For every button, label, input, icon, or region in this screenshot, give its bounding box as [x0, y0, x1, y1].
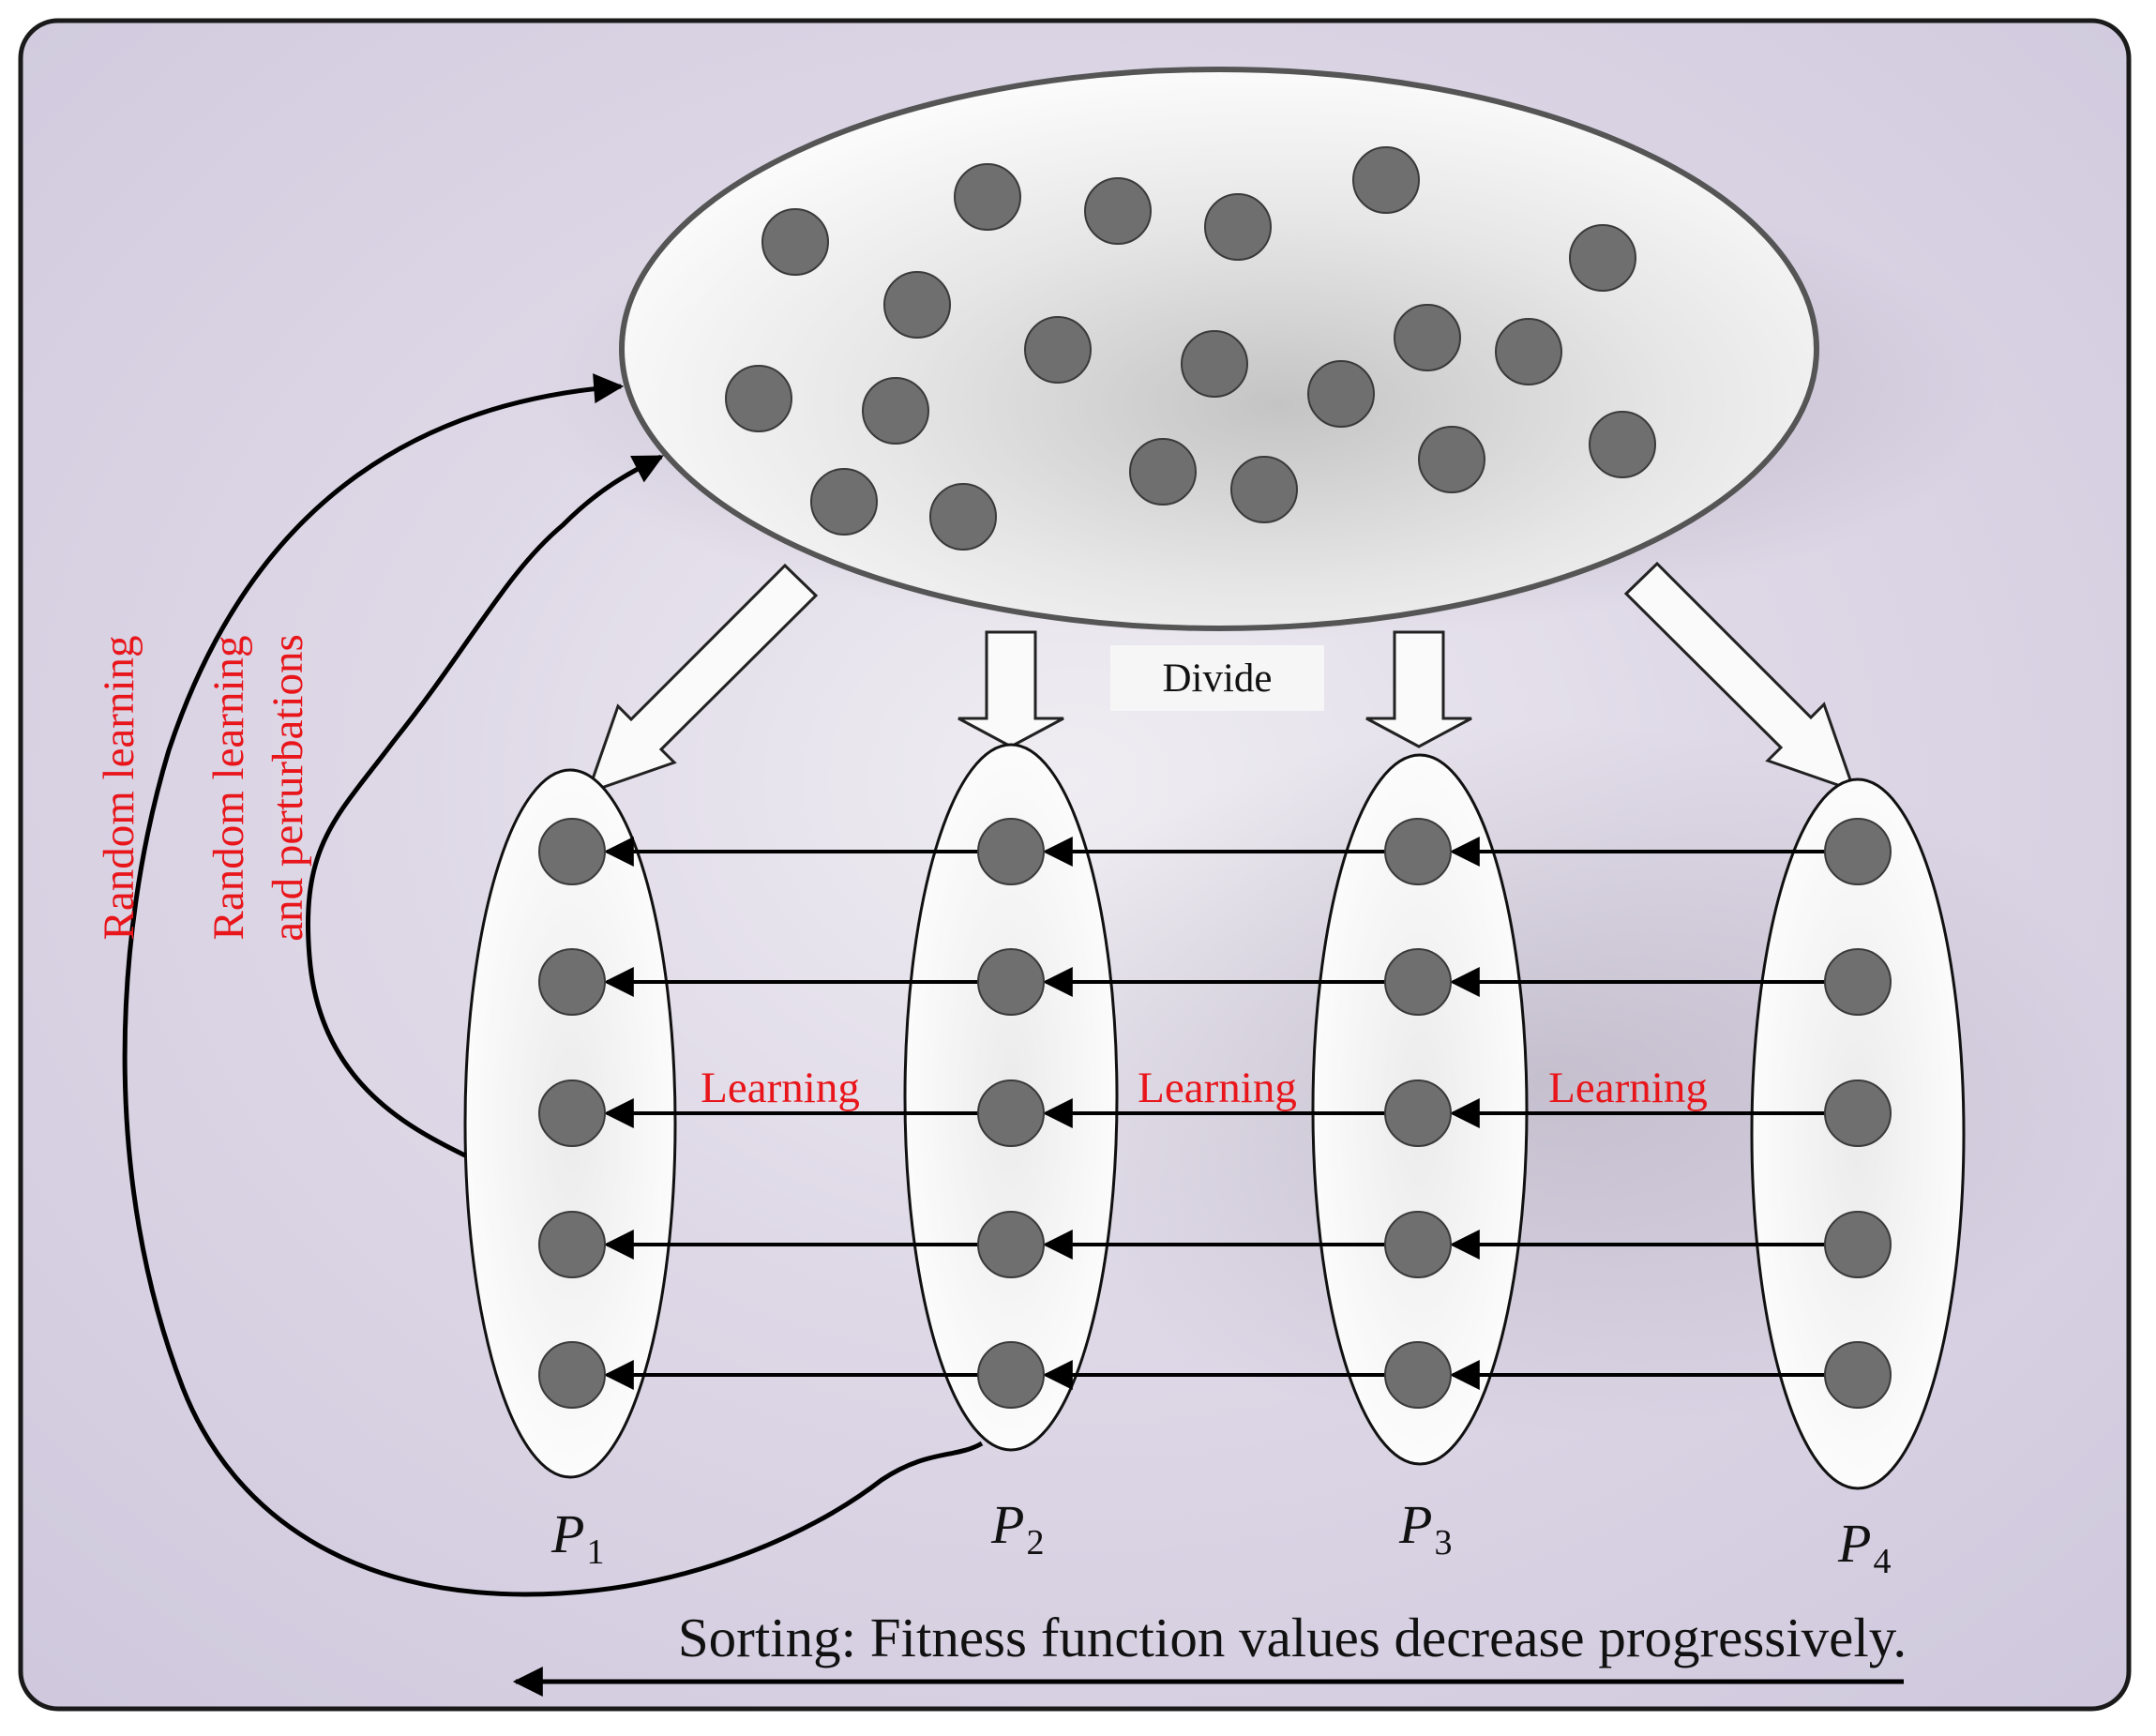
divide-arrows — [585, 561, 1857, 795]
subpopulation-p3-label: P3 — [1398, 1494, 1452, 1562]
subpopulation-p1-individual — [538, 818, 606, 885]
learning-label: Learning — [1138, 1064, 1297, 1112]
subpopulation-individuals — [538, 818, 1892, 1409]
subpopulation-p2-individual — [977, 1341, 1045, 1409]
subpopulation-p2-individual — [977, 1079, 1045, 1147]
population-individual — [1589, 411, 1656, 478]
population-individual — [1181, 330, 1248, 398]
population-individual — [1307, 360, 1375, 428]
subpopulation-p3-individual — [1384, 1341, 1452, 1409]
subpopulation-p2-individual — [977, 818, 1045, 885]
population-individual — [1352, 146, 1420, 214]
subpopulation-p4-individual — [1824, 1341, 1892, 1409]
subpopulation-p2-label: P2 — [990, 1494, 1044, 1562]
divide-arrow — [1365, 630, 1472, 748]
subpopulation-p2-individual — [977, 948, 1045, 1016]
subpopulation-p1-label: P1 — [550, 1503, 604, 1572]
population-individual — [954, 163, 1021, 231]
subpopulation-p4-individual — [1824, 1079, 1892, 1147]
random-learning-curve — [122, 373, 984, 1597]
population-individual — [929, 483, 997, 551]
divide-label-box — [1110, 645, 1324, 711]
population-individual — [1084, 177, 1152, 245]
subpopulation-p4-individual — [1824, 1211, 1892, 1278]
subpopulation-p3-individual — [1384, 1211, 1452, 1278]
subpopulation-p4-label: P4 — [1837, 1513, 1891, 1581]
population-individual — [1569, 224, 1636, 292]
population-individual — [810, 468, 878, 536]
population-individual — [1204, 193, 1272, 261]
learning-label: Learning — [1548, 1064, 1708, 1112]
population-individual — [862, 377, 929, 445]
population-individual — [1129, 438, 1197, 506]
population-individual — [1495, 318, 1562, 385]
subpopulation-p3-individual — [1384, 1079, 1452, 1147]
subpopulation-p4-individual — [1824, 948, 1892, 1016]
divide-arrow — [1623, 561, 1857, 793]
divide-arrow — [585, 563, 819, 795]
population-individual — [761, 208, 829, 276]
learning-label: Learning — [701, 1064, 860, 1112]
subpopulation-p1-individual — [538, 948, 606, 1016]
divide-arrow — [957, 630, 1064, 748]
population-individual — [725, 365, 792, 432]
subpopulation-p1-individual — [538, 1211, 606, 1278]
subpopulation-p1-individual — [538, 1341, 606, 1409]
subpopulation-p1-individual — [538, 1079, 606, 1147]
random-perturbation-curve — [305, 454, 664, 1158]
sorting-caption: Sorting: Fitness function values decreas… — [678, 1607, 1907, 1668]
random-learning-label: Random learning — [95, 635, 143, 940]
subpopulation-p3-individual — [1384, 948, 1452, 1016]
population-individual — [883, 271, 951, 339]
population-individual — [1230, 456, 1298, 523]
population-individual — [1394, 304, 1461, 371]
subpopulation-p2-individual — [977, 1211, 1045, 1278]
population-individual — [1024, 316, 1092, 384]
population-individuals — [725, 146, 1656, 551]
random-perturbation-label-line2: and perturbations — [264, 634, 312, 942]
random-perturbation-label-line1: Random learning — [204, 635, 253, 940]
learning-arrows — [603, 837, 1825, 1390]
subpopulation-p4-individual — [1824, 818, 1892, 885]
population-individual — [1418, 426, 1485, 493]
subpopulation-p3-individual — [1384, 818, 1452, 885]
divide-label: Divide — [1162, 657, 1272, 701]
